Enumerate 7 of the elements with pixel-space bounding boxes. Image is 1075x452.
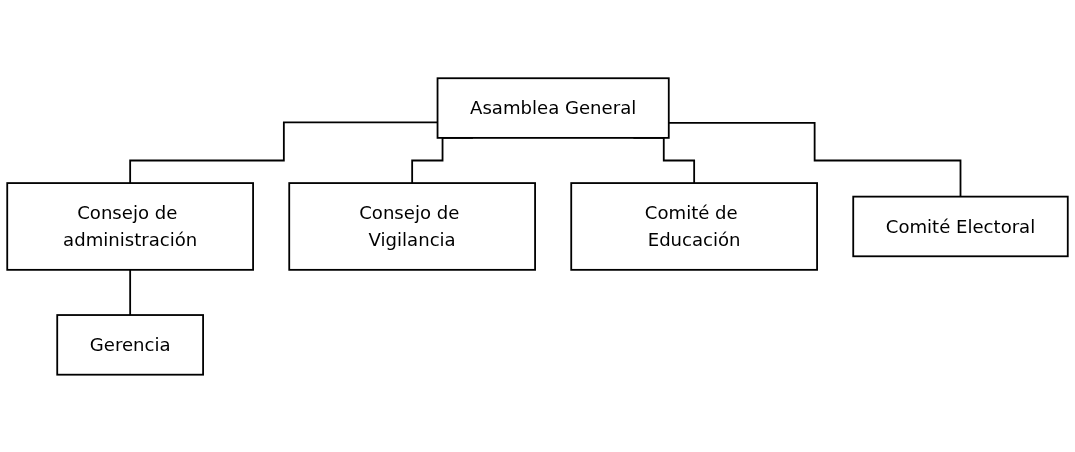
node-box: Asamblea General bbox=[436, 76, 670, 139]
node-box: Consejo de Vigilancia bbox=[288, 181, 536, 271]
node-box: Comité de Educación bbox=[570, 181, 818, 271]
node-box: Gerencia bbox=[56, 313, 204, 376]
node-box: Consejo de administración bbox=[6, 181, 254, 271]
connector bbox=[129, 268, 132, 316]
node-box: Comité Electoral bbox=[852, 195, 1069, 257]
